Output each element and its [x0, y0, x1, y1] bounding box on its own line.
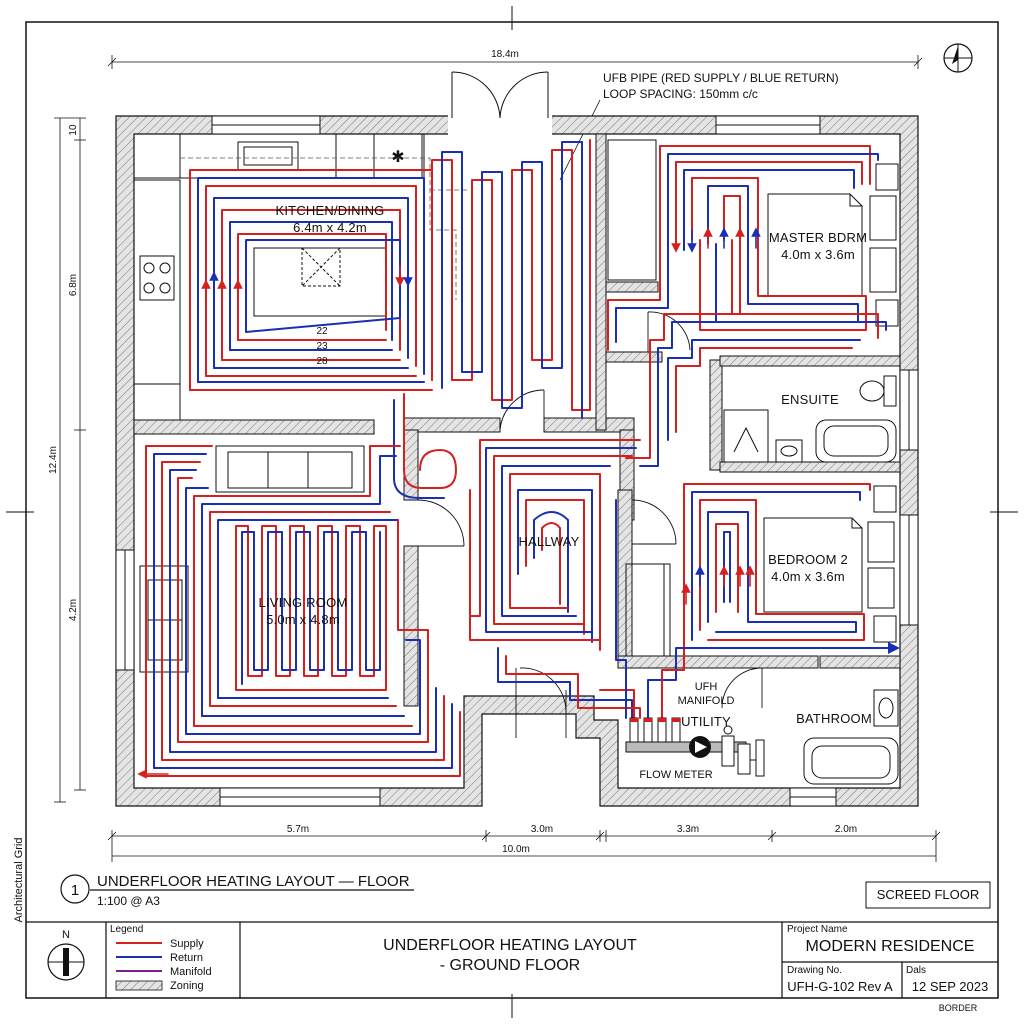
dimension-bottom-seg-4: 2.0m [835, 824, 857, 835]
snowflake-icon: ✱ [391, 149, 404, 166]
interior-doors [417, 311, 763, 738]
dimension-bottom-seg-3: 3.3m [677, 824, 699, 835]
dimension-left-d: 4.2m [68, 599, 79, 621]
hob-icon [143, 262, 171, 294]
room-size-kitchen: 6.4m x 4.2m [293, 220, 367, 235]
north-arrow-top [943, 43, 973, 73]
north-label: N [62, 929, 70, 941]
legend-label-manifold: Manifold [170, 966, 212, 978]
dimension-bottom [107, 830, 941, 862]
annotation-line1: UFB PIPE (RED SUPPLY / BLUE RETURN) [603, 71, 839, 85]
legend-label-supply: Supply [170, 938, 204, 950]
dimension-bottom-total: 10.0m [502, 844, 530, 855]
master-loop [607, 145, 887, 467]
project-name: MODERN RESIDENCE [806, 938, 975, 955]
bathroom-fixtures [803, 689, 899, 785]
title-line-1: UNDERFLOOR HEATING LAYOUT [383, 937, 637, 954]
master-bed [767, 163, 899, 327]
bedroom2-bed [763, 485, 897, 643]
dimension-top-label: 18.4m [491, 49, 519, 60]
room-size-living: 5.0m x 4.8m [266, 612, 340, 627]
zoning-line [180, 157, 470, 300]
room-name-ensuite: ENSUITE [781, 392, 839, 407]
dimension-left [54, 117, 86, 803]
date-label: Dals [906, 965, 926, 976]
central-serpentine [393, 139, 591, 499]
loop-number-1: 22 [316, 326, 328, 337]
legend-items [115, 942, 163, 991]
dimension-bottom-seg-2: 3.0m [531, 824, 553, 835]
living-loop [137, 445, 461, 779]
legend-title: Legend [110, 924, 143, 935]
manifold-label-1: UFH [695, 681, 718, 693]
room-size-bedroom2: 4.0m x 3.6m [771, 569, 845, 584]
border-label: BORDER [939, 1003, 978, 1013]
date-value: 12 SEP 2023 [912, 979, 988, 994]
dimension-bottom-seg-1: 5.7m [287, 824, 309, 835]
sofa-left [139, 565, 189, 673]
dimension-left-c: 12.4m [48, 446, 59, 474]
kitchen-fixtures [133, 133, 425, 421]
view-title: UNDERFLOOR HEATING LAYOUT — FLOOR [97, 873, 410, 890]
entrance-doors [451, 71, 549, 119]
annotation-leader [559, 99, 601, 181]
windows [115, 115, 919, 807]
legend-label-zoning: Zoning [170, 980, 204, 992]
room-size-master: 4.0m x 3.6m [781, 247, 855, 262]
ensuite-fixtures [723, 375, 897, 463]
manifold-label-2: MANIFOLD [678, 695, 735, 707]
room-name-living: LIVING ROOM [259, 595, 348, 610]
loop-number-2: 23 [316, 341, 328, 352]
annotation-line2: LOOP SPACING: 150mm c/c [603, 87, 758, 101]
dimension-top [107, 55, 923, 69]
manifold-icon [625, 717, 765, 777]
drawing-no-label: Drawing No. [787, 965, 842, 976]
view-scale: 1:100 @ A3 [97, 894, 160, 908]
drawing-no: UFH-G-102 Rev A [787, 979, 893, 994]
dimension-left-b: 6.8m [68, 274, 79, 296]
screed-box [865, 881, 991, 909]
room-name-bathroom: BATHROOM [796, 711, 872, 726]
legend-swatch-zoning [115, 980, 163, 991]
bedroom2-loop [675, 483, 900, 661]
north-arrow-bottom [47, 943, 85, 981]
room-name-kitchen: KITCHEN/DINING [276, 203, 385, 218]
flow-meter-label: FLOW METER [639, 769, 712, 781]
room-name-utility: UTILITY [681, 714, 731, 729]
title-line-2: - GROUND FLOOR [440, 957, 580, 974]
legend-label-return: Return [170, 952, 203, 964]
interior-walls [133, 133, 901, 707]
room-name-bedroom2: BEDROOM 2 [768, 552, 848, 567]
project-name-label: Project Name [787, 924, 848, 935]
dimension-left-a: 10 [68, 124, 79, 136]
room-name-hallway: HALLWAY [518, 534, 579, 549]
title-block [26, 921, 998, 998]
room-name-master: MASTER BDRM [769, 230, 867, 245]
screed-label: SCREED FLOOR [877, 887, 980, 902]
view-number: 1 [71, 882, 79, 899]
side-label: Architectural Grid [13, 838, 25, 923]
wardrobes [607, 139, 671, 657]
registration-ticks [6, 6, 1018, 1018]
pipe-loops [137, 139, 900, 779]
sofa-top [215, 445, 365, 493]
view-marker [60, 874, 414, 904]
loop-number-3: 28 [316, 356, 328, 367]
kitchen-island [253, 247, 387, 317]
manifold-feeds [599, 499, 685, 719]
hallway-loop [469, 439, 641, 719]
